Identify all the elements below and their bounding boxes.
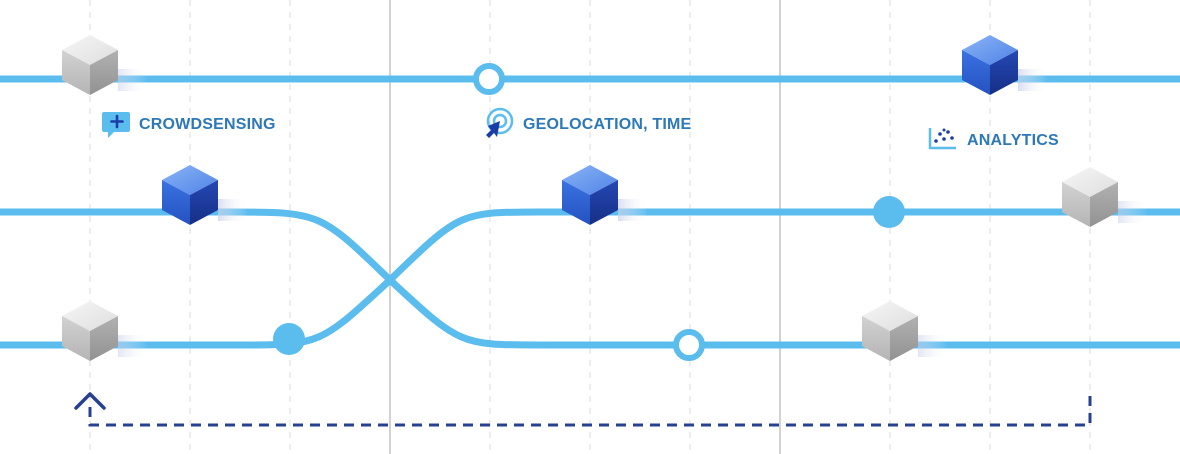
- geolocation-label: GEOLOCATION, TIME: [523, 116, 692, 133]
- analytics-label: ANALYTICS: [967, 132, 1059, 149]
- label-crowdsensing: CROWDSENSING: [102, 112, 276, 138]
- target-cursor-icon: [486, 107, 514, 138]
- label-geolocation: GEOLOCATION, TIME: [486, 107, 692, 138]
- data-cubes: [62, 35, 1148, 361]
- feedback-loop-arrow: [74, 392, 1092, 427]
- gridlines: [89, 0, 1091, 454]
- gray-cube: [62, 301, 148, 361]
- crowdsensing-label: CROWDSENSING: [139, 116, 276, 133]
- flow-nodes: [273, 63, 905, 361]
- filled-node-bottom-left: [273, 323, 305, 355]
- hollow-node-bottom: [673, 329, 705, 361]
- gray-cube: [1062, 167, 1148, 227]
- filled-node-middle-right: [873, 196, 905, 228]
- blue-cube: [962, 35, 1048, 95]
- hollow-node-top: [473, 63, 505, 95]
- blue-cube: [162, 165, 248, 225]
- gray-cube: [62, 35, 148, 95]
- blue-cube: [562, 165, 648, 225]
- label-analytics: ANALYTICS: [928, 128, 1059, 150]
- chat-plus-icon: [102, 112, 130, 138]
- scatter-chart-icon: [928, 128, 956, 150]
- gray-cube: [862, 301, 948, 361]
